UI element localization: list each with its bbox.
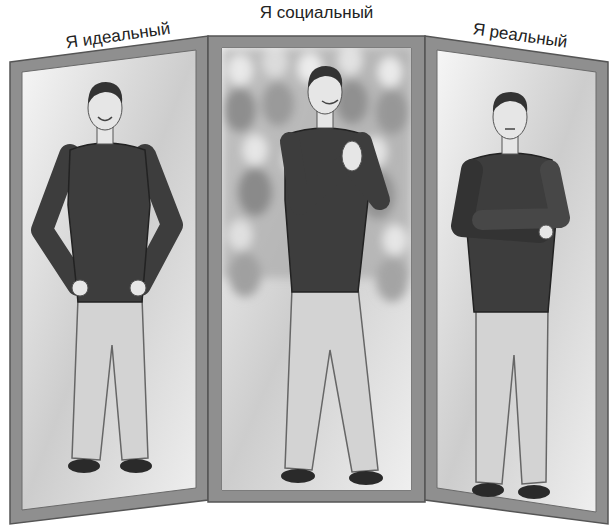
mirror-panel: Я социальный (208, 34, 425, 504)
neck (317, 110, 333, 128)
mouth (505, 128, 515, 130)
crowd-body (262, 82, 294, 126)
sweater (466, 153, 556, 312)
crowd-head (378, 57, 402, 87)
sweater (68, 143, 150, 302)
crowd-head (363, 137, 387, 167)
smile (98, 117, 112, 121)
sweater (285, 128, 368, 292)
smile (322, 100, 338, 104)
head (493, 95, 527, 139)
crowd-head (338, 48, 362, 75)
arm (140, 155, 172, 285)
clapping-hands (342, 141, 362, 171)
hand (72, 280, 88, 296)
panel-heading: Я социальный (208, 3, 425, 23)
crowd-head (298, 53, 322, 83)
mirror-glass (437, 50, 596, 512)
frame (208, 36, 425, 502)
shoe (349, 471, 383, 485)
crowd-head (383, 225, 407, 255)
crowd-body (336, 80, 368, 124)
shoe (472, 483, 504, 497)
arm (356, 142, 380, 200)
crowd-body (224, 88, 256, 132)
shoe (120, 459, 152, 473)
neck (97, 126, 113, 144)
trousers (72, 298, 148, 460)
crowd-body (238, 168, 272, 216)
blurred-crowd (222, 48, 411, 302)
real-man (462, 92, 560, 499)
crowd-body (376, 90, 408, 134)
crowd-head (263, 48, 287, 77)
mirror-panel: Я идеальный (8, 34, 208, 525)
hand (130, 280, 146, 296)
shoe (68, 459, 100, 473)
crowd-body (376, 258, 408, 302)
mirror-panel: Я реальный (425, 34, 610, 525)
crowd-head (228, 55, 252, 85)
crossed-arm (482, 170, 560, 220)
crowd-head (283, 145, 307, 175)
mirror-glass (222, 48, 411, 490)
hair (88, 82, 122, 104)
neck (502, 136, 518, 154)
crossed-arm (462, 170, 540, 232)
hand (539, 225, 553, 239)
arm (42, 155, 78, 285)
mirror-frame (8, 34, 208, 525)
crowd-background (222, 48, 411, 490)
head (308, 70, 342, 114)
shoe (518, 485, 550, 499)
frame (425, 36, 608, 524)
arm (290, 142, 343, 205)
crowd-head (243, 135, 267, 165)
mirror-glass (222, 48, 411, 490)
crowd-head (228, 220, 252, 250)
hair (308, 66, 342, 88)
mirror-frame (208, 34, 425, 504)
trousers (476, 306, 548, 484)
crowd-body (229, 253, 261, 297)
trousers (285, 288, 378, 472)
social-man (281, 66, 383, 485)
crowd-shade (222, 48, 411, 278)
ideal-man (42, 82, 172, 473)
frame (10, 36, 208, 524)
shoe (281, 469, 315, 483)
mirror-frame (425, 34, 610, 525)
crowd-body (361, 171, 395, 219)
mirror-glass (22, 50, 196, 510)
head (88, 86, 122, 130)
hair (493, 92, 527, 112)
